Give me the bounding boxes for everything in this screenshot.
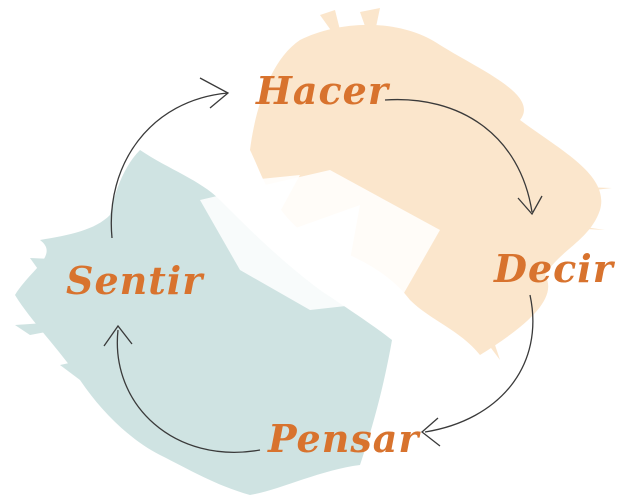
cycle-label-sentir: Sentir [66, 262, 203, 300]
arrowhead-pensar [422, 418, 440, 446]
cycle-label-hacer: Hacer [256, 72, 389, 110]
cycle-label-decir: Decir [494, 250, 614, 288]
cycle-label-pensar: Pensar [268, 420, 419, 458]
